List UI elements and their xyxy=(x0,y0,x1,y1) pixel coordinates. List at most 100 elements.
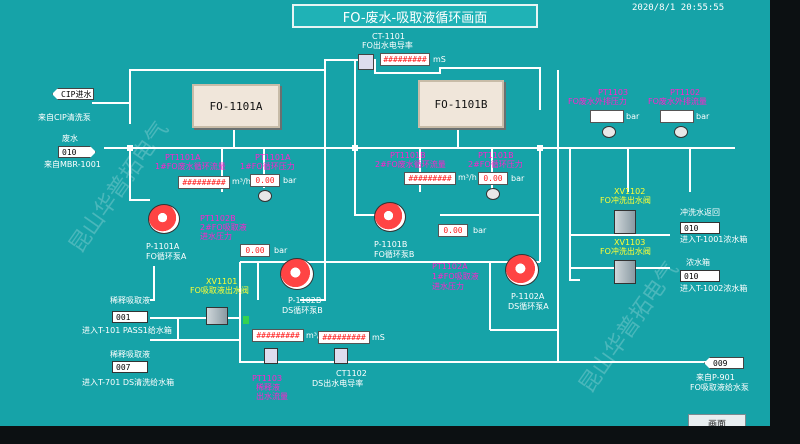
pt1101a-desc: 1#FO废水循环流量 xyxy=(155,162,226,171)
ct1102-tag: CT1102 xyxy=(336,369,367,378)
pt1101a-pressure-unit: bar xyxy=(283,176,297,185)
pt1102-display xyxy=(660,110,694,123)
pt1103-flow-desc2: 出水流量 xyxy=(256,392,288,401)
pressure-gauge-icon xyxy=(602,126,616,138)
pressure-gauge-icon xyxy=(258,190,272,202)
xv1103-tag: XV1103 xyxy=(614,238,646,247)
ct1101-desc: FO出水电导率 xyxy=(362,41,413,50)
concentrate-code-field[interactable]: 010 xyxy=(680,270,720,282)
time-readout: 20:55:55 xyxy=(680,3,725,13)
pt1103-unit: bar xyxy=(626,112,640,121)
pt1103-display xyxy=(590,110,624,123)
pt1102b-desc1: 2#FO吸取液 xyxy=(200,223,247,232)
pump-p1102a-icon[interactable] xyxy=(505,254,539,286)
xv1102-tag: XV1102 xyxy=(614,187,646,196)
cip-inlet-tag[interactable]: CIP进水 xyxy=(52,88,94,100)
ct1101-unit: mS xyxy=(433,55,446,64)
pressure-gauge-icon xyxy=(674,126,688,138)
pump-p1101a-icon[interactable] xyxy=(148,204,180,234)
flush-return-code-field[interactable]: 010 xyxy=(680,222,720,234)
pt1102a-display: 0.00 xyxy=(438,224,468,237)
flush-return-label: 冲洗水返回 xyxy=(680,208,720,217)
ct1101-tag: CT-1101 xyxy=(372,32,405,41)
pt1103-desc: FO废水外排压力 xyxy=(568,97,627,106)
pt1102b-desc2: 进水压力 xyxy=(200,232,232,241)
p901-source2: FO吸取液给水泵 xyxy=(690,383,749,392)
p901-source1: 来自P-901 xyxy=(696,373,735,382)
dilute1-label: 稀释吸取液 xyxy=(110,296,150,305)
pt1102b-unit: bar xyxy=(274,246,288,255)
pt1103-flow-tag: PT1103 xyxy=(252,374,283,383)
monitor-bezel-bottom xyxy=(0,426,800,444)
pt1101b-flow-unit: m³/h xyxy=(458,173,477,182)
pt1101a-pressure-display: 0.00 xyxy=(250,174,280,187)
pt1101a-p-tag: PT1101A xyxy=(255,153,291,162)
xv1101-tag: XV1101 xyxy=(206,277,238,286)
p1101a-tag: P-1101A xyxy=(146,242,180,251)
pt1102-unit: bar xyxy=(696,112,710,121)
cip-source-label: 来自CIP清洗泵 xyxy=(38,113,91,122)
pt1103-flow-desc1: 稀释液 xyxy=(256,383,280,392)
pt1102a-unit: bar xyxy=(473,226,487,235)
pt1102-tag: PT1102 xyxy=(670,88,701,97)
page-title: FO-废水-吸取液循环画面 xyxy=(292,4,538,28)
pump-p1102b-icon[interactable] xyxy=(280,258,314,290)
pt1103-flow-unit: m³/h xyxy=(306,331,325,340)
ct1102-unit: mS xyxy=(372,333,385,342)
valve-xv1101-icon[interactable] xyxy=(206,307,228,325)
p1102a-desc: DS循环泵A xyxy=(508,302,549,311)
p1101a-desc: FO循环泵A xyxy=(146,252,187,261)
concentrate-dest: 进入T-1002浓水箱 xyxy=(680,284,748,293)
p1102b-tag: P-1102B xyxy=(288,296,322,305)
p1101b-desc: FO循环泵B xyxy=(374,250,415,259)
p1101b-tag: P-1101B xyxy=(374,240,408,249)
valve-xv1102-icon[interactable] xyxy=(614,210,636,234)
dilute2-code-field[interactable]: 007 xyxy=(112,361,148,373)
xv1103-desc: FO冲洗出水阀 xyxy=(600,247,651,256)
xv1102-desc: FO冲洗出水阀 xyxy=(600,196,651,205)
pt1101b-desc: 2#FO废水循环流量 xyxy=(375,160,446,169)
flush-return-dest: 进入T-1001浓水箱 xyxy=(680,235,748,244)
pt1101a-tag: PT1101A xyxy=(165,153,201,162)
p1102b-desc: DS循环泵B xyxy=(282,306,323,315)
dilute1-code-field[interactable]: 001 xyxy=(112,311,148,323)
pt1103-flow-display: ######### xyxy=(252,329,304,342)
p901-code-field[interactable]: 009 xyxy=(704,357,744,369)
pt1103-tag: PT1103 xyxy=(598,88,629,97)
pt1101b-p-tag: PT1101B xyxy=(478,151,514,160)
conductivity-sensor-icon xyxy=(358,54,374,70)
conductivity-sensor-icon xyxy=(334,348,348,364)
pt1102b-display: 0.00 xyxy=(240,244,270,257)
waste-code-field[interactable]: 010 xyxy=(58,146,96,158)
ct1102-desc: DS出水电导率 xyxy=(312,379,364,388)
pt1101b-tag: PT1101B xyxy=(390,151,426,160)
pt1102a-desc2: 进水压力 xyxy=(432,282,464,291)
pt1102-desc: FO废水外排流量 xyxy=(648,97,707,106)
datetime-readout: 2020/8/1 20:55:55 xyxy=(632,3,724,13)
pt1101b-pressure-display: 0.00 xyxy=(478,172,508,185)
pt1101b-flow-display: ######### xyxy=(404,172,456,185)
waste-source-label: 来自MBR-1001 xyxy=(44,160,101,169)
xv1101-desc: FO吸取液出水阀 xyxy=(190,286,249,295)
concentrate-label: 浓水箱 xyxy=(686,258,710,267)
pt1101a-flow-unit: m³/h xyxy=(232,177,251,186)
pressure-gauge-icon xyxy=(486,188,500,200)
pt1101a-flow-display: ######### xyxy=(178,176,230,189)
pump-p1101b-icon[interactable] xyxy=(374,202,406,232)
valve-xv1103-icon[interactable] xyxy=(614,260,636,284)
pt1101a-p-desc: 1#FO循环压力 xyxy=(240,162,295,171)
waste-label: 废水 xyxy=(62,134,78,143)
dilute2-label: 稀释吸取液 xyxy=(110,350,150,359)
ct1101-display: ######### xyxy=(380,53,430,66)
p1102a-tag: P-1102A xyxy=(511,292,545,301)
tank-fo-1101b[interactable]: FO-1101B xyxy=(418,80,504,128)
monitor-bezel-right xyxy=(770,0,800,444)
pt1102b-tag: PT1102B xyxy=(200,214,236,223)
tank-fo-1101a[interactable]: FO-1101A xyxy=(192,84,280,128)
pt1102a-tag: PT1102A xyxy=(432,262,468,271)
pt1101b-p-desc: 2#FO循环压力 xyxy=(468,160,523,169)
dilute1-dest: 进入T-101 PASS1给水箱 xyxy=(82,326,172,335)
pt1101b-pressure-unit: bar xyxy=(511,174,525,183)
flow-meter-icon xyxy=(264,348,278,364)
